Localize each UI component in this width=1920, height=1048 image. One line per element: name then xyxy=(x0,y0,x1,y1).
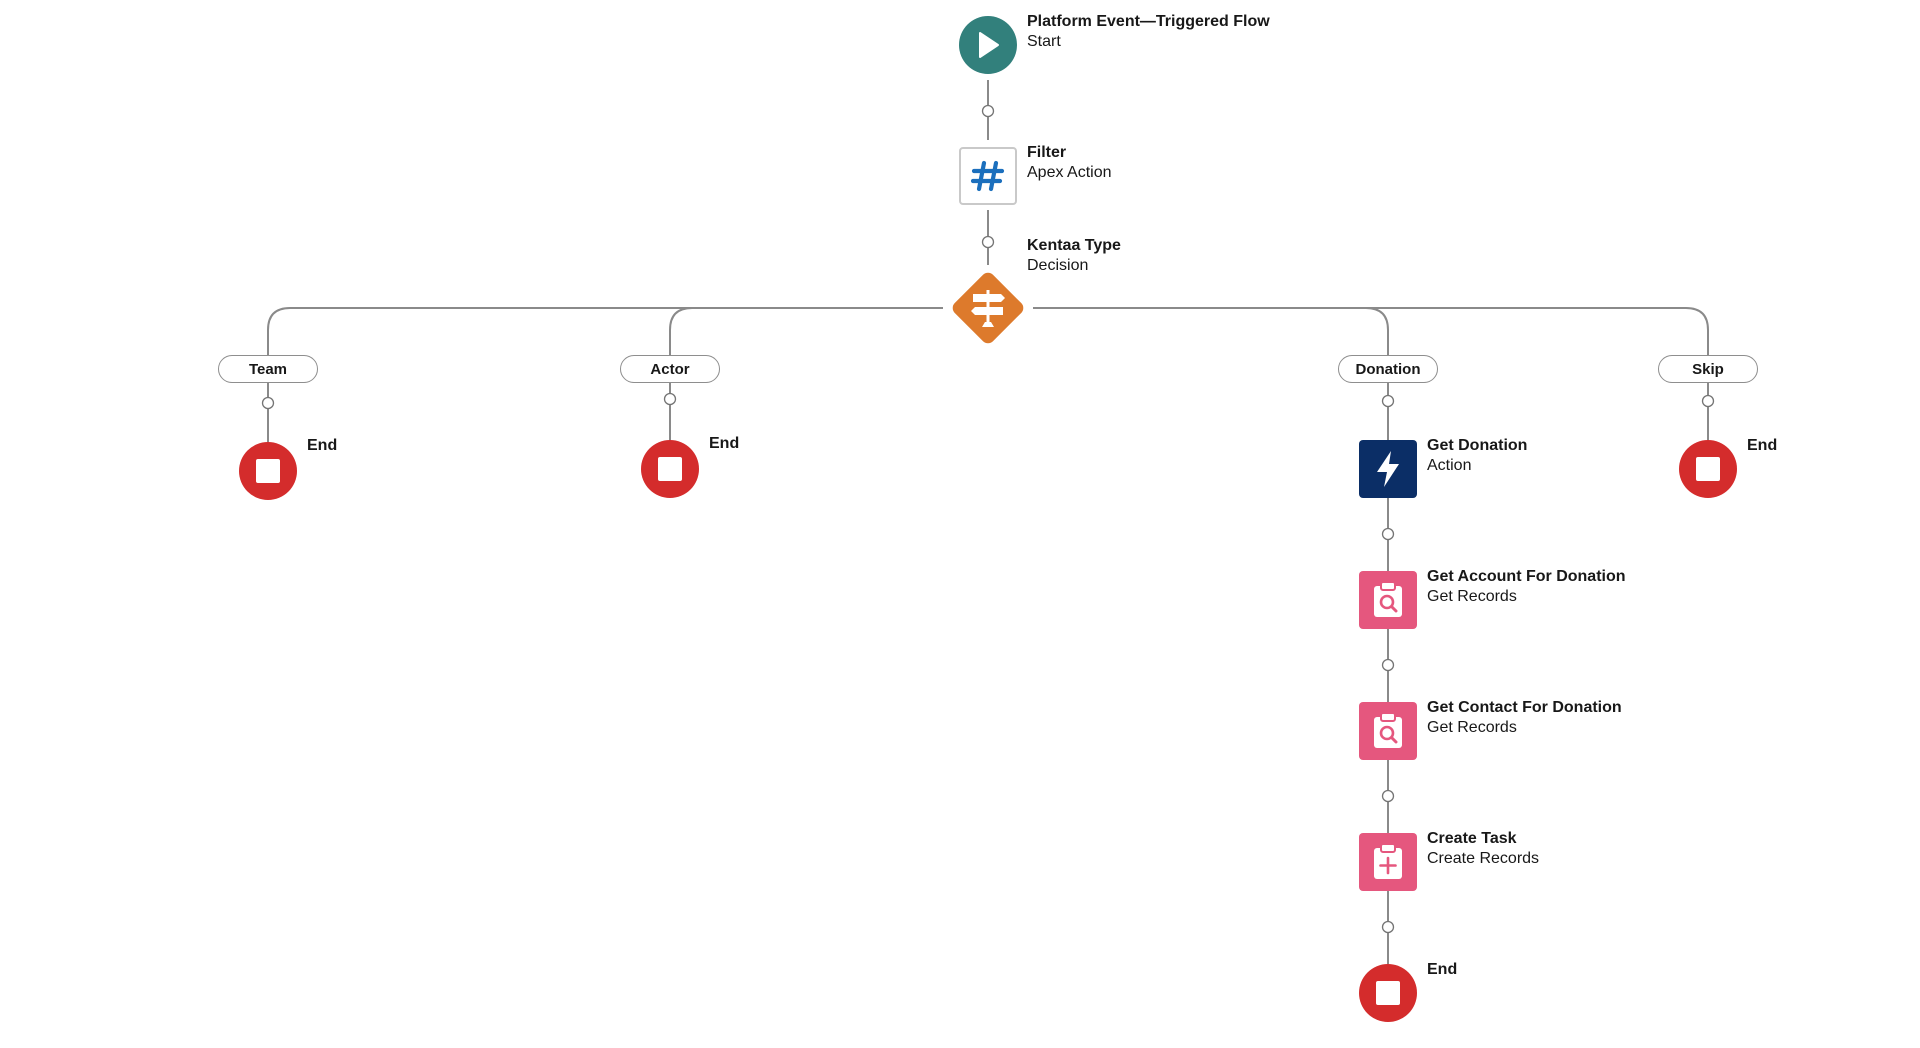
node-subtitle: Decision xyxy=(1027,257,1089,274)
stop-icon xyxy=(239,442,297,500)
node-subtitle: Action xyxy=(1427,457,1472,474)
outcome-actor[interactable]: Actor xyxy=(620,355,720,383)
add-element-connector[interactable] xyxy=(1381,394,1395,408)
add-element-connector[interactable] xyxy=(981,104,995,118)
node-title: End xyxy=(307,437,338,454)
node-title: Kentaa Type xyxy=(1027,237,1121,254)
outcome-skip[interactable]: Skip xyxy=(1658,355,1758,383)
add-element-connector[interactable] xyxy=(261,396,275,410)
add-element-connector[interactable] xyxy=(1381,527,1395,541)
add-element-connector[interactable] xyxy=(1381,920,1395,934)
play-icon xyxy=(959,16,1017,74)
node-title: Get Donation xyxy=(1427,437,1528,454)
clipboard-search-icon xyxy=(1359,571,1417,629)
outcome-donation[interactable]: Donation xyxy=(1338,355,1438,383)
node-subtitle: Get Records xyxy=(1427,719,1517,736)
outcome-team[interactable]: Team xyxy=(218,355,318,383)
node-title: Get Account For Donation xyxy=(1427,568,1626,585)
node-title: Get Contact For Donation xyxy=(1427,699,1622,716)
node-title: End xyxy=(709,435,740,452)
lightning-icon xyxy=(1359,440,1417,498)
clipboard-add-icon xyxy=(1359,833,1417,891)
node-subtitle: Start xyxy=(1027,33,1061,50)
node-subtitle: Apex Action xyxy=(1027,164,1112,181)
add-element-connector[interactable] xyxy=(663,392,677,406)
add-element-connector[interactable] xyxy=(1381,658,1395,672)
apex-hash-icon xyxy=(959,147,1017,205)
node-title: End xyxy=(1427,961,1458,978)
node-title: Platform Event—Triggered Flow xyxy=(1027,13,1270,30)
node-title: End xyxy=(1747,437,1778,454)
decision-signpost-icon xyxy=(943,263,1033,353)
stop-icon xyxy=(1679,440,1737,498)
node-title: Create Task xyxy=(1427,830,1517,847)
add-element-connector[interactable] xyxy=(1701,394,1715,408)
clipboard-search-icon xyxy=(1359,702,1417,760)
node-subtitle: Get Records xyxy=(1427,588,1517,605)
add-element-connector[interactable] xyxy=(1381,789,1395,803)
node-title: Filter xyxy=(1027,144,1067,161)
add-element-connector[interactable] xyxy=(981,235,995,249)
stop-icon xyxy=(1359,964,1417,1022)
node-subtitle: Create Records xyxy=(1427,850,1540,867)
stop-icon xyxy=(641,440,699,498)
